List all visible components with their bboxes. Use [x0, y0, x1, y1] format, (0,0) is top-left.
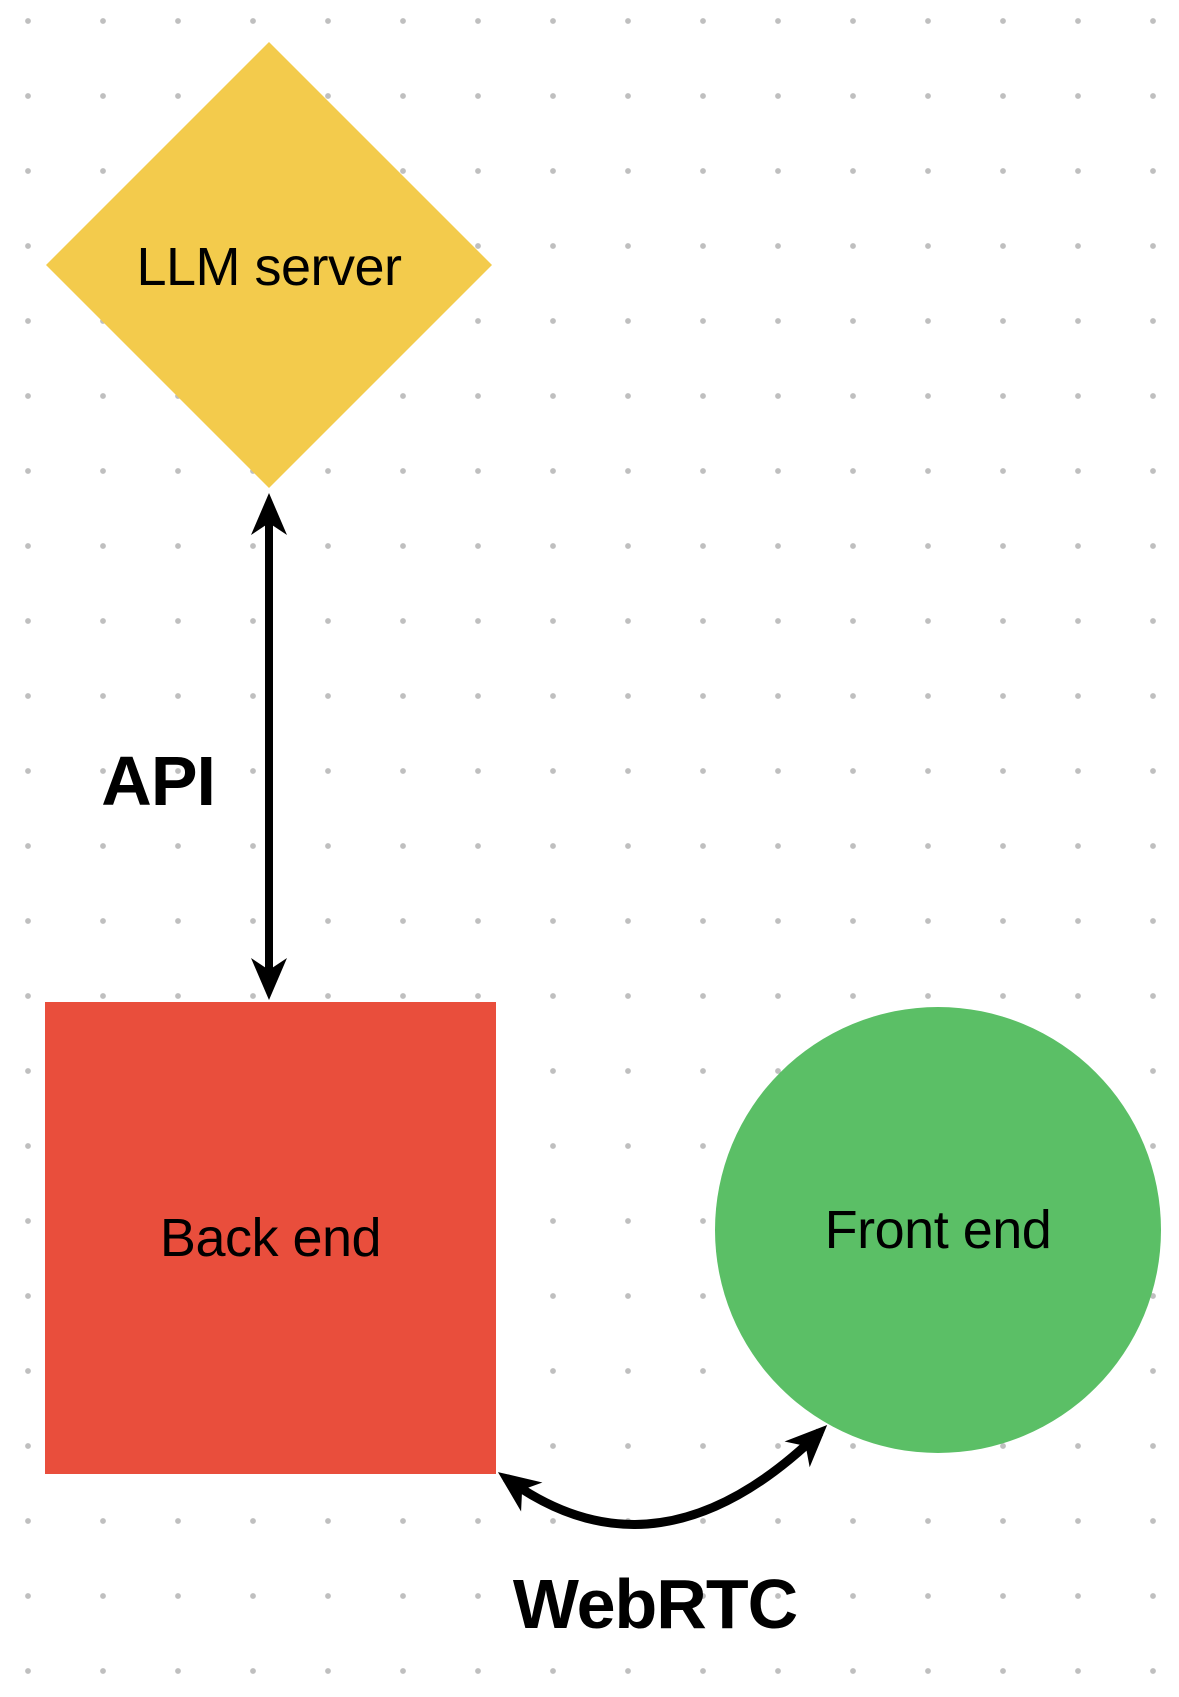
- webrtc-edge-label: WebRTC: [512, 1565, 798, 1643]
- back-end-node[interactable]: [45, 1002, 496, 1474]
- webrtc-arrow[interactable]: [497, 1425, 828, 1529]
- front-end-node[interactable]: [715, 1007, 1161, 1453]
- api-edge-label: API: [101, 742, 216, 820]
- llm-server-node[interactable]: [46, 42, 492, 488]
